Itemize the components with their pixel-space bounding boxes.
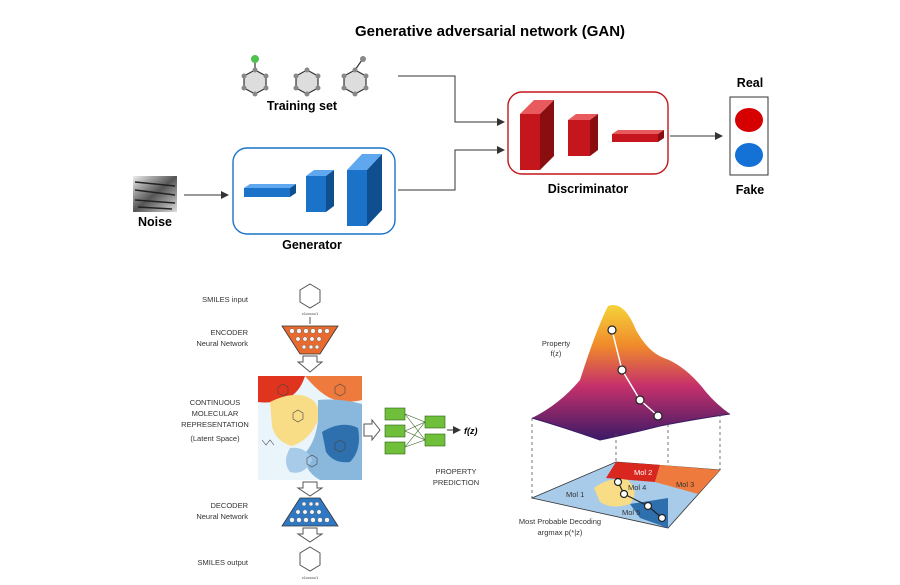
generator-box [232,147,396,235]
decoding-label-1: Most Probable Decoding [519,517,601,526]
discriminator-box [507,91,669,175]
mol2-label: Mol 2 [634,468,652,477]
generator-layers [244,154,382,226]
noise-streaks [134,181,176,210]
fz-label: f(z) [464,426,478,436]
encoder-label-2: Neural Network [196,339,248,348]
chlorine-atom [251,55,259,63]
output-box [729,96,769,176]
property-surface [531,305,731,441]
property-label: Property [542,339,571,348]
decoder-label-2: Neural Network [196,512,248,521]
encoder-down-arrow [296,355,324,373]
smiles-output-label: SMILES output [198,558,249,567]
gan-title: Generative adversarial network (GAN) [355,23,625,40]
training-molecules [243,59,367,95]
property-prediction-label-1: PROPERTY [435,467,476,476]
mol3-label: Mol 3 [676,480,694,489]
benzene-output-icon [299,546,321,572]
mol4-label: Mol 4 [628,483,646,492]
latent-label-4: (Latent Space) [190,434,240,443]
property-prediction-label-2: PREDICTION [433,478,479,487]
latent-to-predictor-arrow [363,418,381,442]
mol5-label: Mol 5 [622,508,640,517]
generator-label: Generator [282,238,342,252]
latent-label-2: MOLECULAR [192,409,239,418]
encoder-neurons [289,328,330,350]
fake-label: Fake [736,183,765,197]
real-label: Real [737,76,763,90]
discriminator-label: Discriminator [548,182,629,196]
decoding-label-2: argmax p(*|z) [538,528,583,537]
property-predictor [384,407,446,455]
generator-connector [398,146,505,191]
training-connector [398,75,505,126]
latent-label-1: CONTINUOUS [190,398,240,407]
encoder-label-1: ENCODER [210,328,248,337]
decoder-down-arrow [296,527,324,543]
decoder-label-1: DECODER [210,501,248,510]
surface-points [607,325,663,421]
fake-output [735,143,763,167]
benzene-input-icon [299,283,321,309]
real-output [735,108,763,132]
atom-dots [241,56,369,97]
training-set-label: Training set [267,99,338,113]
latent-to-decoder-arrow [296,481,324,497]
decoder-neurons [289,501,330,523]
plane-points [613,477,667,523]
smiles-input-label: SMILES input [202,295,249,304]
smiles-string-out: c1ccccc1 [302,575,319,580]
latent-space-map [258,376,362,480]
mol1-label: Mol 1 [566,490,584,499]
smiles-string-in: c1ccccc1 [302,311,319,316]
property-fz-label: f(z) [551,349,562,358]
noise-label: Noise [138,215,172,229]
discriminator-layers [520,100,664,170]
latent-label-3: REPRESENTATION [181,420,249,429]
